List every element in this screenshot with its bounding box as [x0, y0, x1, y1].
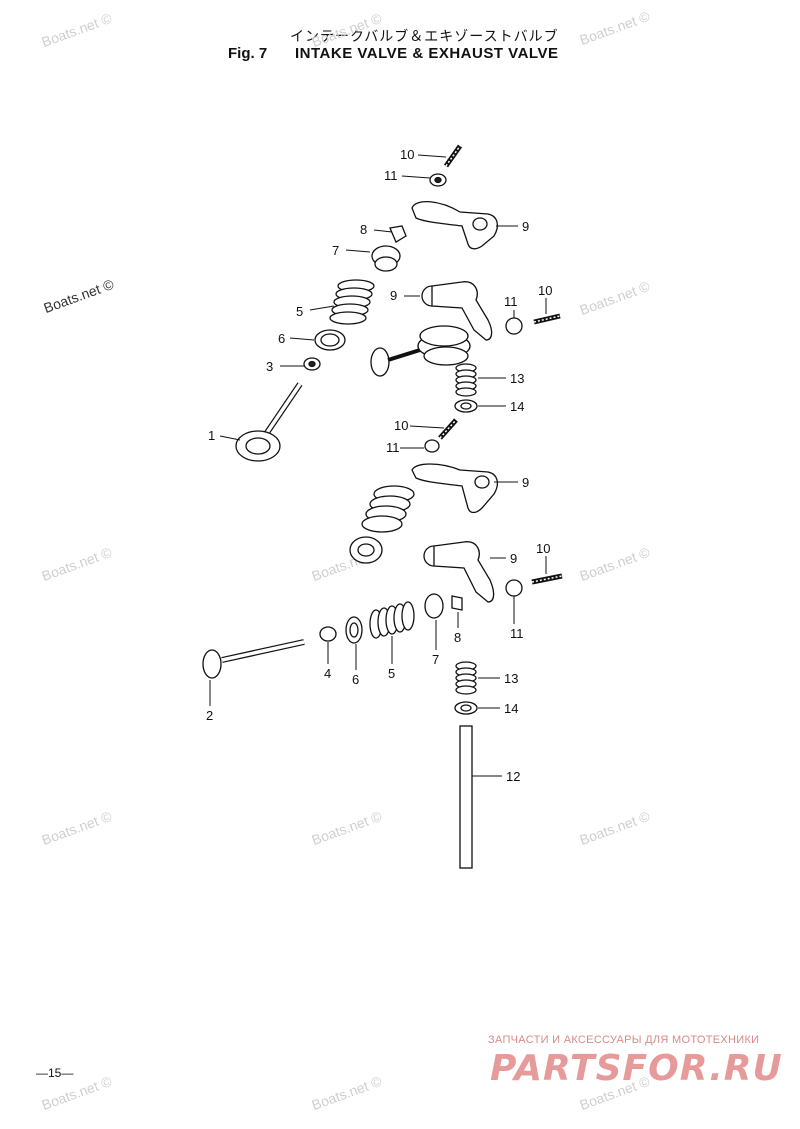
callout-number: 10 [538, 283, 552, 298]
lock-nut-part [505, 579, 523, 597]
lock-nut-part [424, 439, 440, 453]
brand-logo: PARTSFOR.RU [490, 1048, 783, 1089]
rocker-arm-part [411, 463, 499, 514]
push-rod-part [459, 725, 473, 869]
valve-cotter-part [389, 225, 407, 243]
diagram-title-english: INTAKE VALVE & EXHAUST VALVE [295, 45, 559, 62]
callout-number: 9 [510, 551, 517, 566]
callout-number: 8 [360, 222, 367, 237]
adjusting-screw-part [438, 418, 458, 440]
valve-spring-part [329, 279, 375, 325]
spring-retainer-part [424, 593, 444, 619]
callout-number: 9 [522, 219, 529, 234]
exhaust-valve-assembly-part [370, 325, 471, 377]
diagram-title-japanese: インテークバルブ＆エキゾーストバルブ [290, 29, 559, 45]
lock-nut-part [429, 173, 447, 187]
rocker-arm-part [411, 201, 499, 250]
valve-cotter-part [451, 595, 463, 611]
callout-number: 14 [504, 701, 518, 716]
page-number: —15— [36, 1066, 74, 1080]
callout-number: 13 [504, 671, 518, 686]
callout-number: 11 [386, 440, 400, 455]
callout-number: 6 [352, 672, 359, 687]
adjusting-screw-part [443, 144, 463, 168]
spring-seat-washer-part [345, 616, 363, 644]
callout-number: 1 [208, 428, 215, 443]
callout-number: 14 [510, 399, 524, 414]
callout-number: 9 [522, 475, 529, 490]
callout-number: 10 [536, 541, 550, 556]
exhaust-valve-part [202, 639, 305, 679]
rocker-arm-part [423, 541, 495, 603]
leader-lines [209, 154, 547, 777]
callout-number: 2 [206, 708, 213, 723]
adjusting-screw-part [533, 313, 561, 325]
callout-number: 11 [504, 294, 518, 309]
figure-number: Fig. 7 [228, 45, 268, 62]
valve-spring-part [369, 601, 415, 639]
callout-number: 7 [432, 652, 439, 667]
lock-nut-part [505, 317, 523, 335]
callout-number: 4 [324, 666, 331, 681]
callout-number: 11 [384, 168, 398, 183]
callout-number: 10 [394, 418, 408, 433]
brand-tagline: ЗАПЧАСТИ И АКСЕССУАРЫ ДЛЯ МОТОТЕХНИКИ [488, 1034, 760, 1046]
pushrod-washer-part [454, 701, 478, 715]
callout-number: 5 [388, 666, 395, 681]
intake-valve-part [235, 382, 303, 462]
pushrod-washer-part [454, 399, 478, 413]
callout-number: 11 [510, 626, 524, 641]
callout-number: 7 [332, 243, 339, 258]
stem-seal-part [303, 357, 321, 371]
callout-number: 3 [266, 359, 273, 374]
callout-number: 9 [390, 288, 397, 303]
callout-number: 6 [278, 331, 285, 346]
callout-number: 13 [510, 371, 524, 386]
pushrod-spring-part [455, 363, 477, 397]
rocker-arm-part [421, 281, 493, 341]
callout-number: 12 [506, 769, 520, 784]
callout-number: 8 [454, 630, 461, 645]
callout-number: 10 [400, 147, 414, 162]
spring-retainer-part [371, 245, 401, 272]
adjusting-screw-part [531, 573, 563, 585]
stem-seal-part [319, 626, 337, 642]
callout-number: 5 [296, 304, 303, 319]
pushrod-spring-part [455, 661, 477, 695]
spring-seat-washer-part [314, 329, 346, 351]
intake-valve-assembly-part [349, 485, 415, 564]
